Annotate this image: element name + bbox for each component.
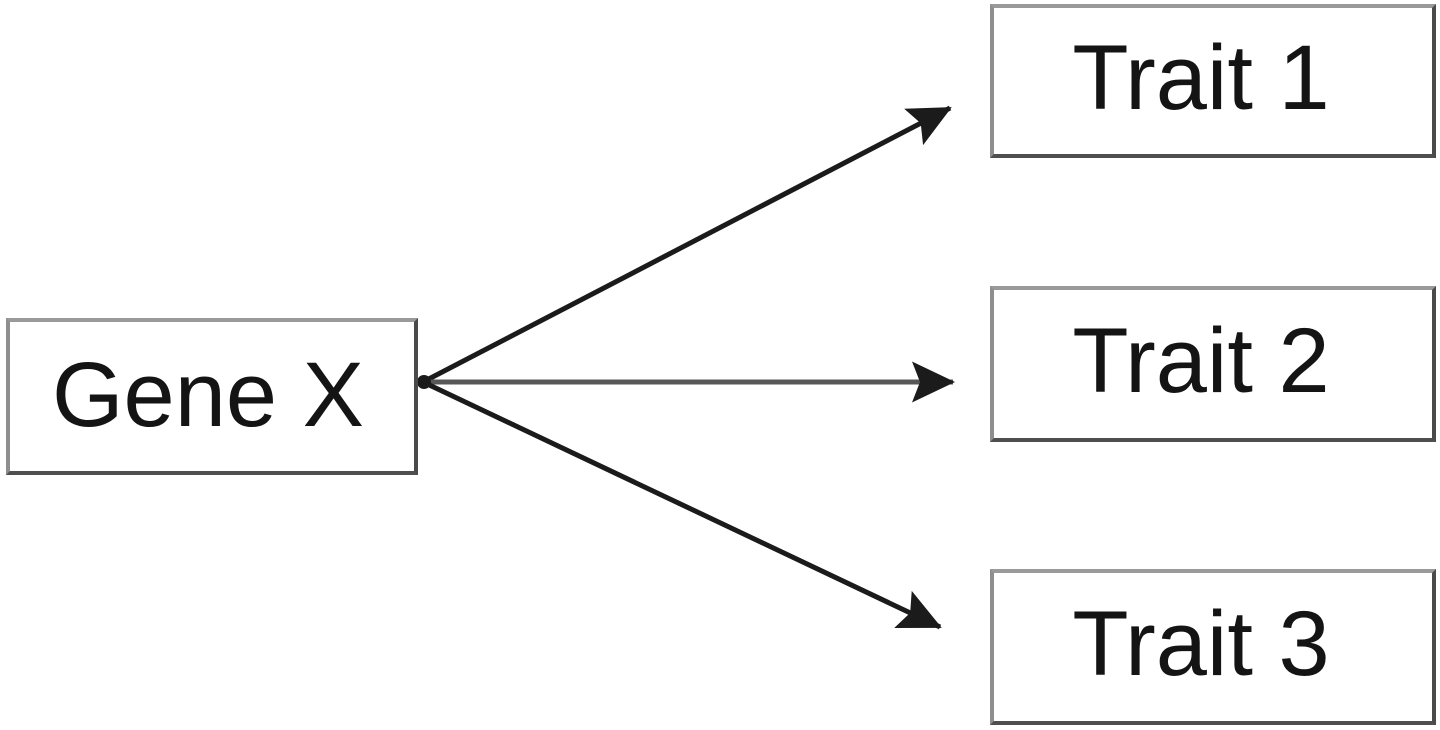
node-gene-x-label: Gene X — [52, 343, 364, 446]
node-trait-1[interactable]: Trait 1 — [990, 4, 1436, 158]
edge-gene-x-to-trait-3 — [421, 379, 942, 630]
node-trait-2-label: Trait 2 — [1072, 310, 1330, 412]
node-trait-3-label: Trait 3 — [1072, 593, 1330, 695]
edge-gene-x-to-trait-1 — [421, 105, 952, 385]
node-gene-x[interactable]: Gene X — [6, 318, 418, 475]
node-trait-3[interactable]: Trait 3 — [990, 569, 1436, 725]
node-trait-2[interactable]: Trait 2 — [990, 286, 1436, 442]
node-trait-1-label: Trait 1 — [1072, 27, 1330, 129]
edge-junction-point — [417, 375, 431, 389]
